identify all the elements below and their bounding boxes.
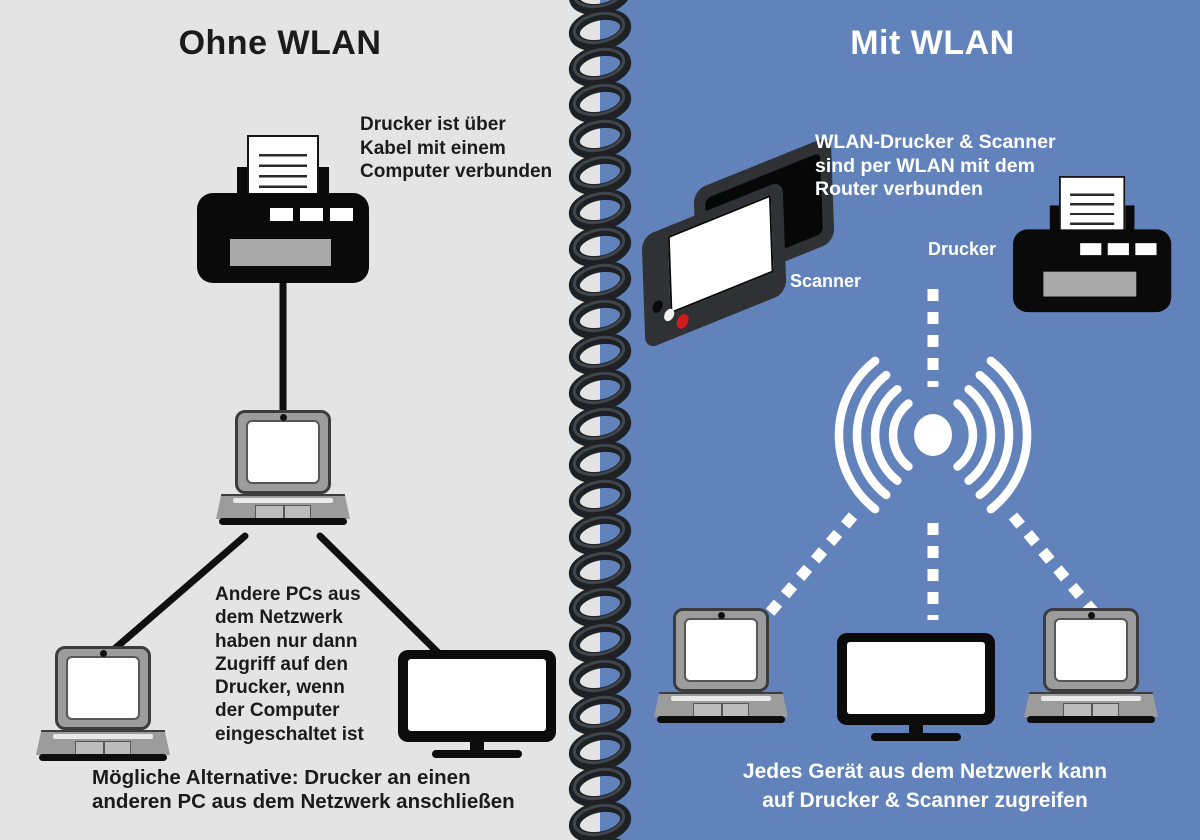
printer-body [197,193,369,283]
network-note: Andere PCs aus dem Netzwerk haben nur da… [215,584,364,745]
monitor-icon [837,633,995,741]
right-title: Mit WLAN [850,24,1015,62]
laptop-icon [36,646,170,762]
monitor-icon [398,650,556,758]
printer-icon [1013,176,1172,313]
printer-icon [197,135,369,283]
printer-paper [247,135,319,201]
left-footer-note: Mögliche Alternative: Drucker an einen a… [92,766,515,813]
scanner-label: Scanner [790,271,862,291]
left-title: Ohne WLAN [178,24,382,62]
laptop-icon [1024,608,1158,724]
wlan-caption: WLAN-Drucker & Scanner sind per WLAN mit… [815,131,1056,200]
laptop-icon [216,410,350,526]
printer-label: Drucker [928,239,997,259]
printer-caption: Drucker ist über Kabel mit einem Compute… [360,114,553,182]
right-footer-note: Jedes Gerät aus dem Netzwerk kann auf Dr… [742,760,1108,812]
spiral-binding [551,0,649,840]
laptop-icon [654,608,788,724]
